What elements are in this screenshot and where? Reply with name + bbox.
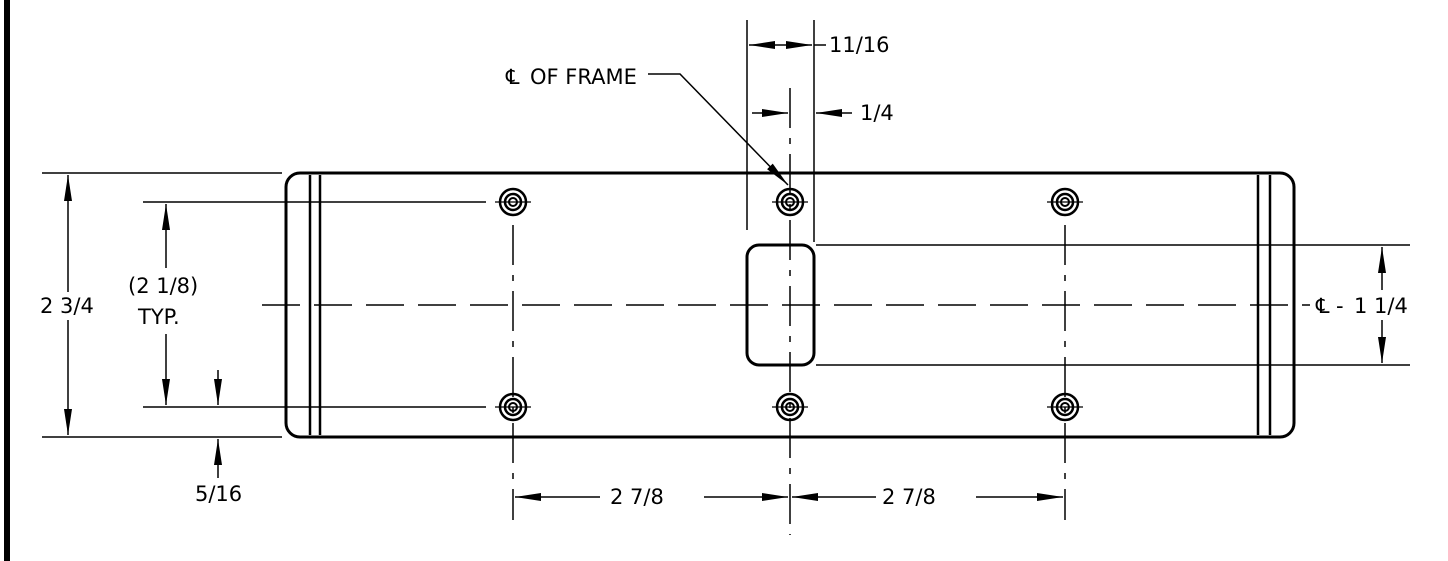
dim-text-1-1-4: 1 1/4 [1354,294,1408,318]
slot-dash: - [1336,294,1344,318]
dim-text-2-7-8-left: 2 7/8 [610,485,664,509]
mounting-hole-top-left [495,187,531,217]
dim-text-11-16: 11/16 [829,33,890,57]
dim-text-2-3-4: 2 3/4 [40,294,94,318]
mounting-hole-bottom-right [1047,392,1083,422]
dim-text-1-4: 1/4 [860,101,894,125]
frame-centerline-leader [648,73,789,186]
mounting-hole-bottom-middle [772,392,808,422]
dim-text-bg-2-1-8 [124,268,214,334]
dim-text-bg-1-1-4 [1312,290,1448,320]
frame-centerline-symbol: ℄ [505,65,520,89]
mounting-hole-bottom-left [495,392,531,422]
slot-centerline-symbol: ℄ [1315,294,1330,318]
mounting-hole-top-right [1047,187,1083,217]
mounting-hole-top-middle [772,187,808,217]
dim-text-typ: TYP. [137,305,180,329]
dim-text-5-16: 5/16 [195,482,242,506]
dim-text-bg-2-3-4 [36,292,102,320]
dim-text-2-1-8: (2 1/8) [128,274,198,298]
dim-text-2-7-8-right: 2 7/8 [882,485,936,509]
frame-centerline-text: OF FRAME [530,65,637,89]
